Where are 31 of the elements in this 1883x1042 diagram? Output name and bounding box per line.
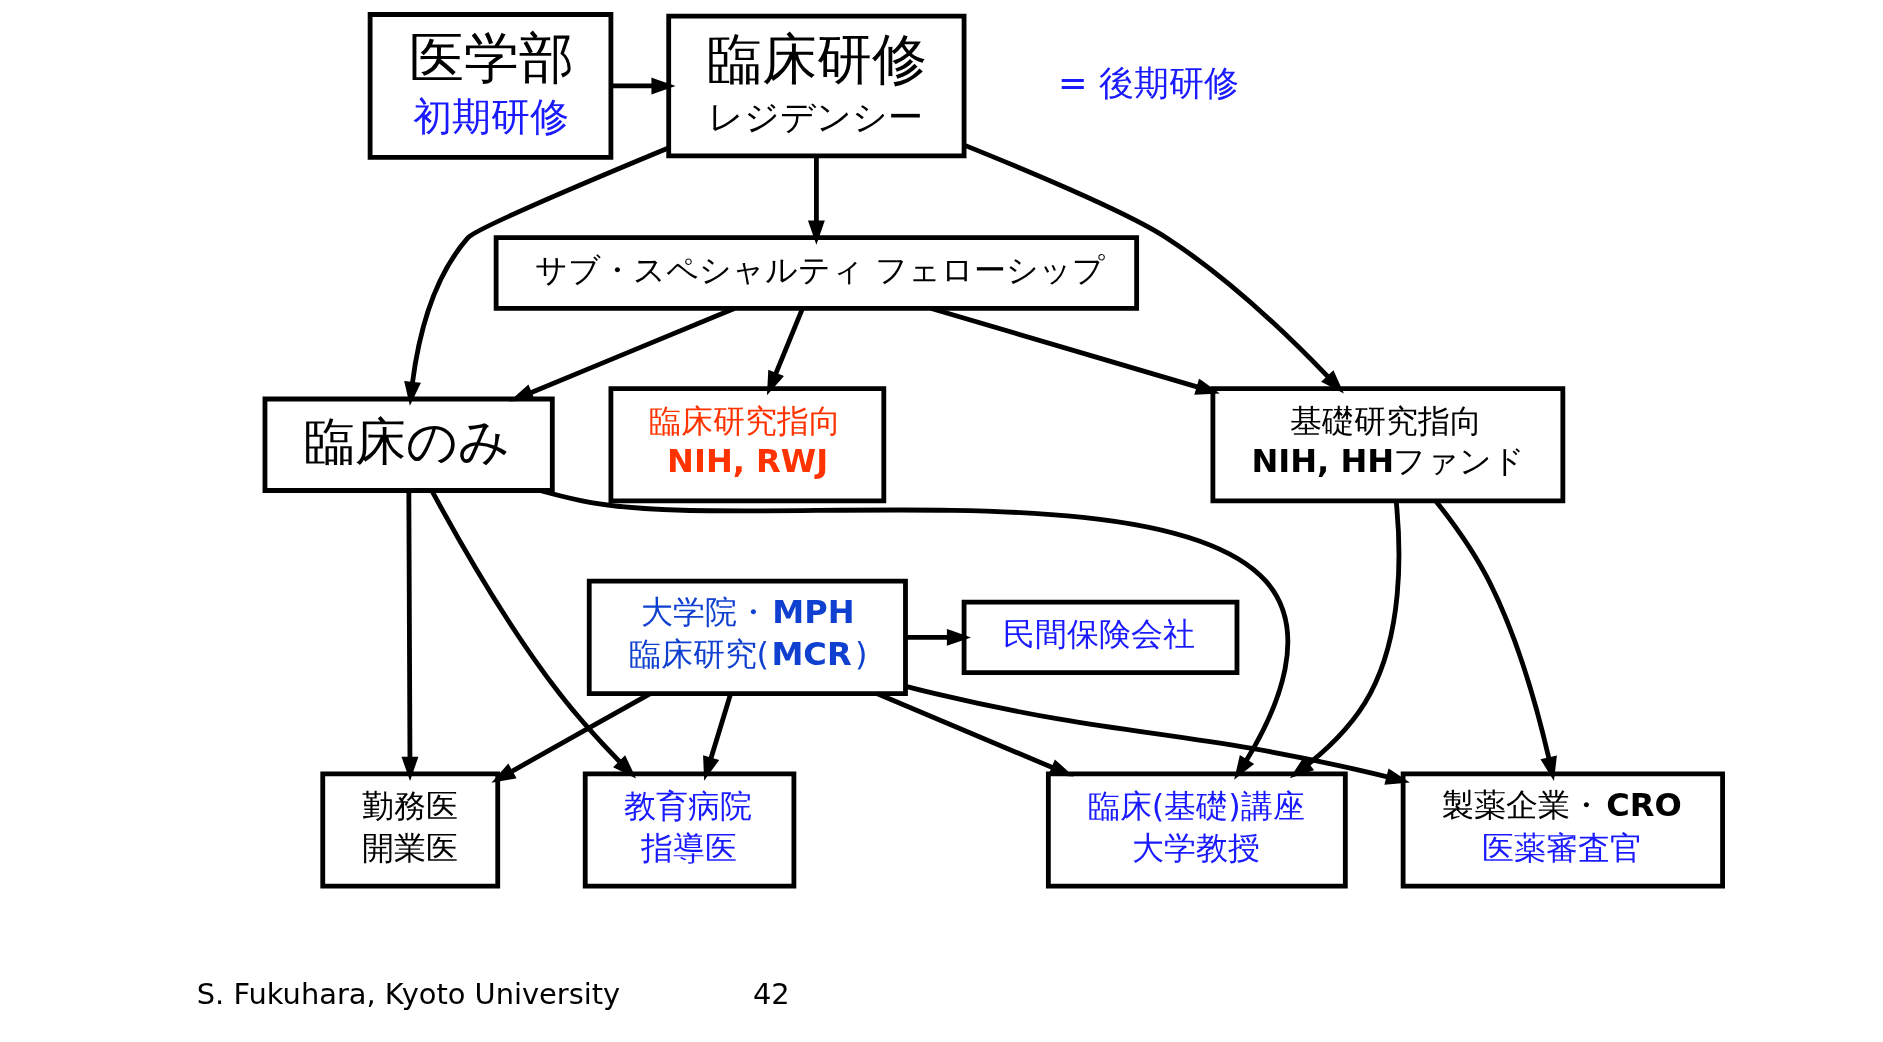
arrow (401, 490, 418, 781)
label: S. Fukuhara, Kyoto University (196, 977, 620, 1012)
node-box: 大学院・MPH 臨床研究(MCR) (586, 578, 908, 696)
arrow (904, 683, 1410, 785)
node-box: 民間保険会社 (961, 599, 1239, 676)
arrow (490, 691, 651, 783)
arrow (403, 145, 669, 406)
arrow (429, 489, 636, 779)
node-box: サブ・スペシャルティ フェローシップ (493, 235, 1139, 311)
node-box: 教育病院 指導医 (582, 771, 796, 889)
node-box: 臨床(基礎)講座 大学教授 (1045, 771, 1348, 889)
node-box: 臨床研究指向 NIH, RWJ (608, 386, 886, 504)
arrow (962, 142, 1344, 394)
node-label: = 後期研修 (1057, 61, 1239, 103)
arrow (538, 488, 1290, 780)
node-box: 医学部 初期研修 (367, 12, 613, 160)
arrow (508, 306, 735, 402)
arrow (905, 628, 971, 646)
arrow (875, 691, 1074, 777)
arrow (702, 693, 733, 781)
node-box: 勤務医 開業医 (319, 771, 500, 889)
node-box: 臨床のみ (262, 396, 555, 493)
arrow (930, 306, 1220, 395)
node-box: 製薬企業・CRO 医薬審査官 (1400, 771, 1725, 889)
label: 42 (752, 977, 790, 1012)
node-box: 基礎研究指向 NIH, HHファンド (1210, 386, 1565, 504)
arrow (610, 77, 676, 95)
arrow (766, 307, 805, 396)
node-box: 臨床研修 レジデンシー (665, 13, 966, 159)
arrow (1289, 500, 1401, 779)
arrow (807, 156, 825, 245)
